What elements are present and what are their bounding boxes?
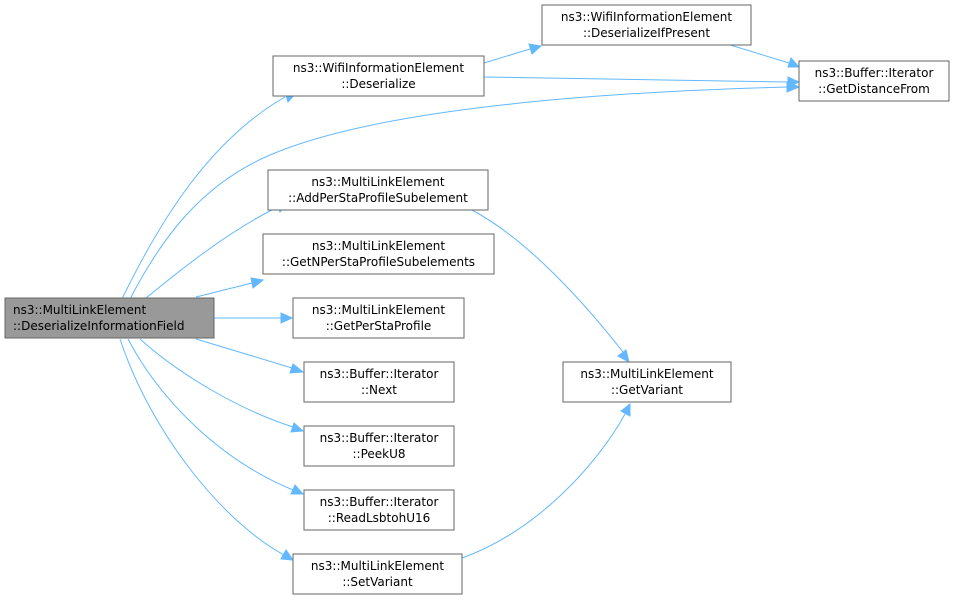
node-line1: ns3::Buffer::Iterator [320,367,439,381]
edge-arrowhead [290,422,305,433]
edge-arrowhead [620,402,631,417]
node-line1: ns3::MultiLinkElement [312,239,445,253]
edge-root-to-set-variant [119,338,285,556]
node-line1: ns3::MultiLinkElement [13,303,146,317]
node-box [303,489,455,531]
edge-root-to-wie-deserialize [119,96,286,304]
edge-arrowhead [250,277,265,289]
edges [119,43,801,561]
edge-arrowhead [528,43,543,55]
node-line1: ns3::WifiInformationElement [561,10,733,24]
node-line2: ::Next [361,383,397,397]
node-wie-deserialize[interactable]: ns3::WifiInformationElement ::Deserializ… [272,55,485,97]
node-box [562,361,732,403]
node-line2: ::GetPerStaProfile [326,319,432,333]
node-line2: ::GetDistanceFrom [818,82,930,96]
node-box [303,361,455,403]
node-line1: ns3::Buffer::Iterator [320,495,439,509]
node-box [262,233,495,275]
node-line2: ::GetNPerStaProfileSubelements [282,255,475,269]
node-buffer-peeku8[interactable]: ns3::Buffer::Iterator ::PeekU8 [303,425,455,467]
node-line2: ::PeekU8 [352,447,405,461]
edge-add-per-sta-to-get-variant [469,208,624,353]
node-box [267,169,489,211]
edge-arrowhead [617,349,630,363]
node-box [303,425,455,467]
node-buffer-readlsbtohu16[interactable]: ns3::Buffer::Iterator ::ReadLsbtohU16 [303,489,455,531]
node-line2: ::AddPerStaProfileSubelement [288,191,468,205]
node-line2: ::DeserializeIfPresent [583,26,710,40]
node-line1: ns3::Buffer::Iterator [320,431,439,445]
node-line1: ns3::MultiLinkElement [311,175,444,189]
node-line1: ns3::Buffer::Iterator [815,66,934,80]
node-line2: ::Deserialize [341,77,415,91]
edge-if-present-to-getdistance [726,43,790,64]
node-box [798,60,950,102]
edge-root-to-buffer-peeku8 [139,338,294,428]
edge-root-to-buffer-readlsb [127,338,294,491]
node-line1: ns3::MultiLinkElement [311,559,444,573]
edge-arrowhead [280,312,294,324]
edge-wie-deserialize-to-getdistance [483,76,789,83]
node-buffer-getdistancefrom[interactable]: ns3::Buffer::Iterator ::GetDistanceFrom [798,60,950,102]
node-line2: ::GetVariant [611,383,683,397]
edge-arrowhead [787,57,801,68]
node-mle-add-per-sta-profile[interactable]: ns3::MultiLinkElement ::AddPerStaProfile… [267,169,489,211]
edge-root-to-add-per-sta [139,206,279,304]
edge-arrowhead [289,363,305,374]
node-box [4,297,215,339]
node-box [292,553,463,595]
edge-arrowhead [787,76,801,88]
node-mle-get-per-sta-profile[interactable]: ns3::MultiLinkElement ::GetPerStaProfile [292,297,465,339]
node-line1: ns3::MultiLinkElement [580,367,713,381]
edge-set-variant-to-get-variant [461,413,626,559]
node-wie-deserialize-if-present[interactable]: ns3::WifiInformationElement ::Deserializ… [541,4,752,46]
edge-wie-deserialize-to-if-present [483,48,531,64]
edge-root-to-get-n-per-sta [195,282,253,298]
node-buffer-next[interactable]: ns3::Buffer::Iterator ::Next [303,361,455,403]
edge-arrowhead [280,549,295,561]
node-mle-get-n-per-sta-profile[interactable]: ns3::MultiLinkElement ::GetNPerStaProfil… [262,233,495,275]
node-root[interactable]: ns3::MultiLinkElement ::DeserializeInfor… [4,297,215,339]
edge-arrowhead [290,484,305,495]
node-mle-set-variant[interactable]: ns3::MultiLinkElement ::SetVariant [292,553,463,595]
node-box [272,55,485,97]
edge-root-to-buffer-getdistance [127,86,789,304]
node-line2: ::ReadLsbtohU16 [328,511,431,525]
node-box [541,4,752,46]
node-line1: ns3::WifiInformationElement [293,61,465,75]
node-line2: ::SetVariant [342,575,413,589]
node-mle-get-variant[interactable]: ns3::MultiLinkElement ::GetVariant [562,361,732,403]
node-line1: ns3::MultiLinkElement [312,303,445,317]
node-line2: ::DeserializeInformationField [13,319,184,333]
node-box [292,297,465,339]
edge-root-to-buffer-next [195,338,293,369]
